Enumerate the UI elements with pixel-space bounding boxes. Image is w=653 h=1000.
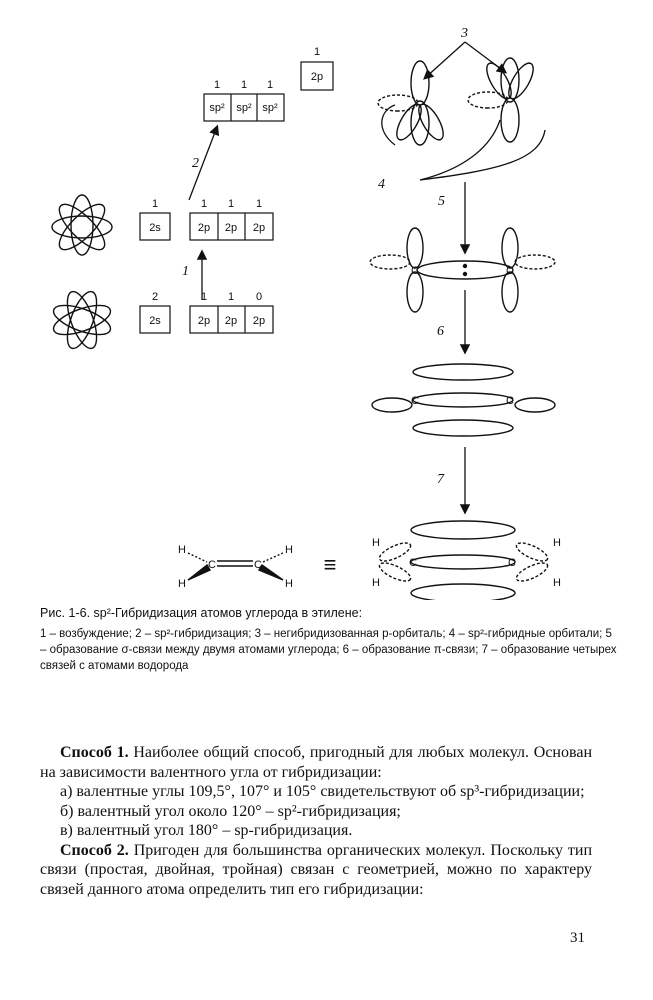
caption-legend: 1 – возбуждение; 2 – sp²-гибридизация; 3… xyxy=(40,628,617,672)
atom-h: H xyxy=(178,544,186,556)
step-label: 3 xyxy=(460,26,468,41)
method-heading: Способ 2. xyxy=(60,841,129,859)
pi-bond-stage xyxy=(371,363,556,437)
atom-h: H xyxy=(553,537,561,549)
paragraph-text: Наиболее общий способ, пригодный для люб… xyxy=(40,744,593,781)
occupancy: 1 xyxy=(228,198,234,210)
occupancy: 1 xyxy=(201,291,207,303)
box-2p: 2p xyxy=(253,222,265,234)
step-label: 6 xyxy=(437,324,444,339)
arrows xyxy=(188,41,546,515)
paragraph-method-2: Способ 2. Пригоден для большинства орган… xyxy=(40,841,592,900)
atom-h: H xyxy=(372,537,380,549)
p-orbitals-excited xyxy=(51,194,113,256)
sp2-carbons xyxy=(377,57,534,146)
caption-title: Рис. 1-6. sp²-Гибридизация атомов углеро… xyxy=(40,606,363,620)
atom-c: C xyxy=(254,559,262,571)
atom-c: C xyxy=(411,395,419,407)
occupancy: 1 xyxy=(314,46,320,58)
atom-h: H xyxy=(553,577,561,589)
occupancy: 2 xyxy=(152,291,158,303)
occupancy: 1 xyxy=(228,291,234,303)
atom-h: H xyxy=(285,544,293,556)
box-2p: 2p xyxy=(253,315,265,327)
occupancy: 0 xyxy=(256,291,262,303)
hybridization-figure: 2p sp² sp² sp² 2s 2p 2p 2p 2s 2p 2p 2p 1… xyxy=(51,26,561,600)
orbital-boxes xyxy=(139,61,334,334)
box-sp2: sp² xyxy=(209,102,225,114)
method-heading: Способ 1. xyxy=(60,744,129,761)
paragraph-text: Пригоден для большинства органических мо… xyxy=(40,841,593,898)
paragraph-method-1: Способ 1. Наиболее общий способ, пригодн… xyxy=(40,743,592,782)
atom-c: C xyxy=(409,557,417,569)
ethylene-orbital-stage xyxy=(378,520,549,600)
atom-c: C xyxy=(508,557,516,569)
atom-h: H xyxy=(285,578,293,590)
atom-h: H xyxy=(372,577,380,589)
atom-c: C xyxy=(506,395,514,407)
occupancy: 1 xyxy=(241,79,247,91)
ethylene-formula xyxy=(187,552,284,581)
page-number: 31 xyxy=(570,930,585,946)
body-text: Способ 1. Наиболее общий способ, пригодн… xyxy=(40,743,592,899)
box-sp2: sp² xyxy=(236,102,252,114)
atom-c: C xyxy=(506,265,514,277)
step-label: 2 xyxy=(192,156,199,171)
box-2p-top: 2p xyxy=(311,71,323,83)
box-2s: 2s xyxy=(149,315,161,327)
equivalence-sign: ≡ xyxy=(324,552,337,577)
step-label: 1 xyxy=(182,264,189,279)
atom-c: C xyxy=(208,559,216,571)
box-2p: 2p xyxy=(198,315,210,327)
occupancy: 1 xyxy=(214,79,220,91)
box-sp2: sp² xyxy=(262,102,278,114)
list-item: а) валентные углы 109,5°, 107° и 105° св… xyxy=(60,783,585,800)
box-2p: 2p xyxy=(225,315,237,327)
occupancy: 1 xyxy=(256,198,262,210)
step-label: 5 xyxy=(438,194,445,209)
box-2p: 2p xyxy=(198,222,210,234)
occupancy: 1 xyxy=(201,198,207,210)
atom-h: H xyxy=(178,578,186,590)
box-2p: 2p xyxy=(225,222,237,234)
box-2s: 2s xyxy=(149,222,161,234)
list-item: б) валентный угол около 120° – sp²-гибри… xyxy=(60,802,401,820)
occupancy: 1 xyxy=(267,79,273,91)
step-label: 7 xyxy=(437,472,445,487)
figure-caption: Рис. 1-6. sp²-Гибридизация атомов углеро… xyxy=(40,605,620,674)
list-item: в) валентный угол 180° – sp-гибридизация… xyxy=(60,822,353,839)
step-label: 4 xyxy=(378,177,385,192)
p-orbitals-ground xyxy=(52,290,112,350)
sigma-bond-stage xyxy=(369,227,556,313)
occupancy: 1 xyxy=(152,198,158,210)
atom-c: C xyxy=(411,265,419,277)
